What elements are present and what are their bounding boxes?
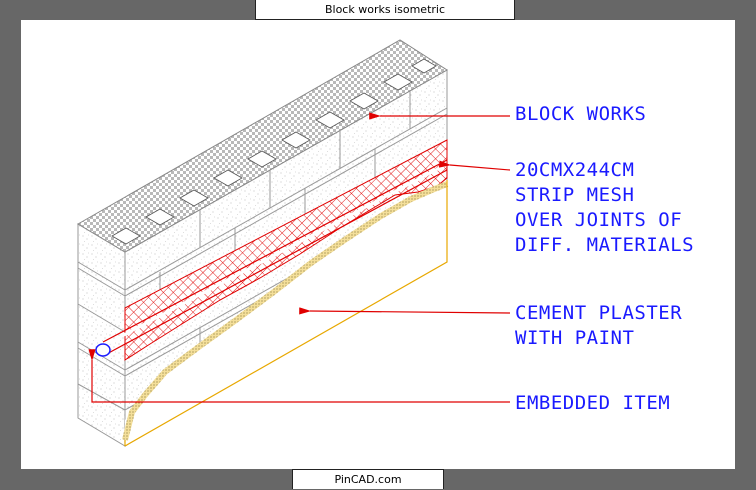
plaster-outline: [124, 180, 448, 447]
footer-credit: PinCAD.com: [292, 469, 444, 489]
label-embedded-item: EMBEDDED ITEM: [515, 392, 670, 414]
plaster-edge: [122, 181, 449, 441]
wall-top-face: [77, 39, 448, 253]
label-strip-mesh-line-4: DIFF. MATERIALS: [515, 234, 694, 256]
label-cement-plaster-line-1: CEMENT PLASTER: [515, 302, 682, 324]
label-strip-mesh-line-1: 20CMX244CM: [515, 159, 634, 181]
label-block-works: BLOCK WORKS: [515, 103, 646, 125]
label-cement-plaster-line-2: WITH PAINT: [515, 327, 634, 349]
cement-plaster: [125, 183, 447, 446]
drawing-title: Block works isometric: [255, 0, 515, 20]
leader-embedded-item: [88, 349, 510, 403]
wall-front-face: [77, 223, 126, 447]
block-cavities: [111, 58, 437, 245]
leader-lines: [88, 112, 511, 403]
label-strip-mesh-line-3: OVER JOINTS OF: [515, 209, 682, 231]
leader-cement-plaster: [299, 307, 511, 315]
embedded-item-pipe: [95, 159, 448, 357]
label-strip-mesh-line-2: STRIP MESH: [515, 184, 634, 206]
leader-strip-mesh: [438, 160, 511, 171]
